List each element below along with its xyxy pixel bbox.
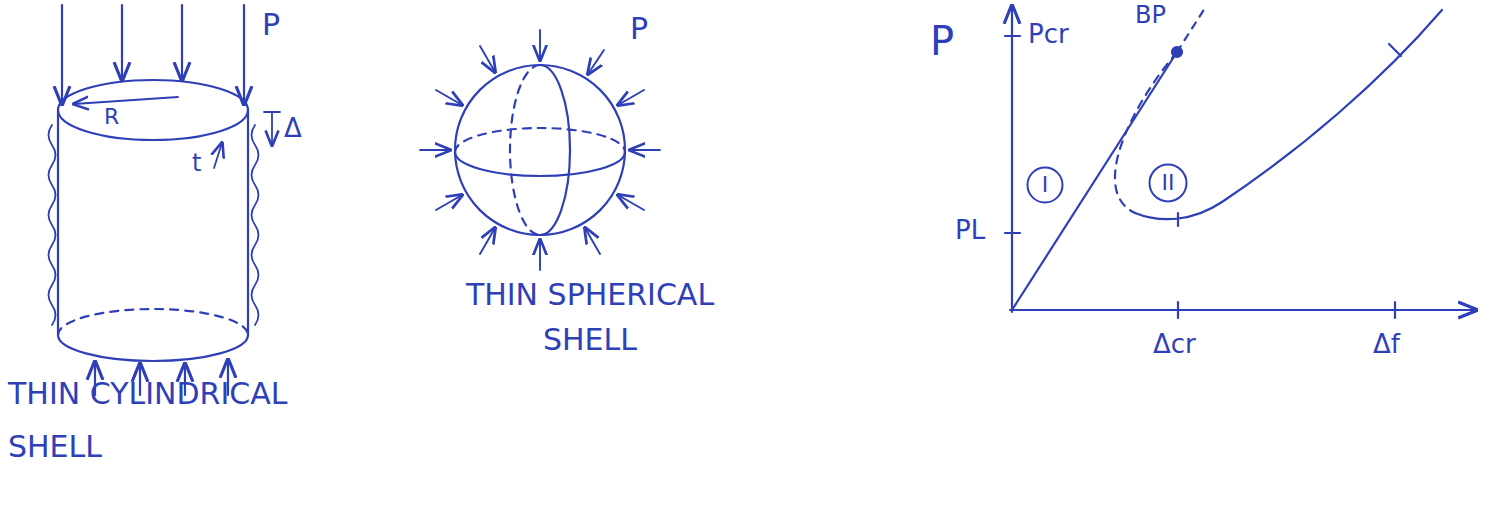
curve-number: I — [1042, 173, 1049, 197]
final-displacement-label: Δf — [1373, 330, 1400, 360]
critical-load-label: Pcr — [1028, 20, 1069, 50]
curve-number-circle: II — [1148, 163, 1188, 203]
axis-label: P — [930, 18, 954, 64]
load-symbol: P — [262, 8, 280, 43]
displacement-symbol-label: Δ — [284, 114, 302, 144]
cylinder-shell — [49, 80, 259, 361]
pressure-arrows — [420, 30, 660, 270]
thickness-symbol: t — [192, 150, 201, 178]
thickness-arrow — [214, 143, 222, 168]
spherical-shell — [455, 65, 625, 235]
figure-caption: THIN SPHERICAL SHELL — [440, 272, 740, 362]
figure-caption: THIN CYLINDRICAL SHELL — [8, 368, 368, 473]
limit-load-label: PL — [955, 216, 985, 246]
critical-displacement-label: Δcr — [1153, 330, 1196, 360]
displacement-symbol — [264, 112, 280, 145]
load-arrows — [62, 5, 244, 395]
bifurcation-point-label: BP — [1135, 2, 1166, 30]
curve-number: II — [1162, 171, 1175, 195]
load-displacement-graph — [1005, 6, 1476, 318]
radius-symbol: R — [104, 104, 119, 129]
curve-number-circle: I — [1026, 166, 1064, 204]
radius-arrow — [74, 97, 178, 104]
load-symbol: P — [630, 12, 648, 47]
